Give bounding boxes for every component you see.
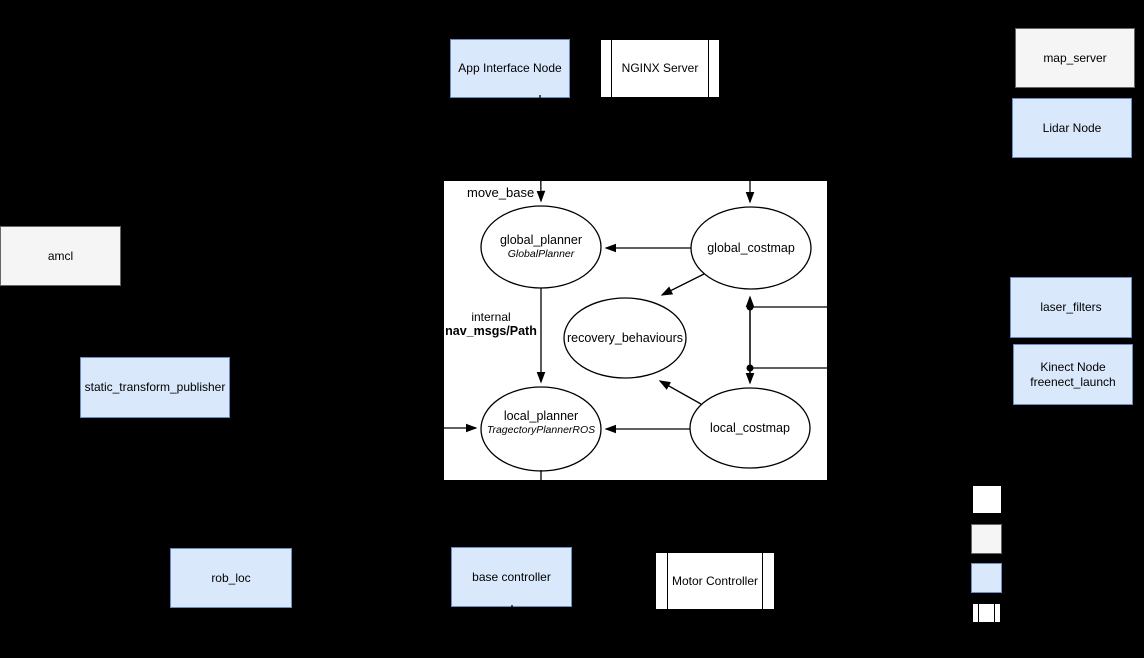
process-bar-right: [994, 604, 995, 622]
label-global-costmap: global_costmap: [707, 241, 795, 255]
process-bar-left: [611, 40, 612, 97]
annotation-internal: internal: [471, 310, 511, 324]
legend-blue-swatch: [971, 563, 1002, 593]
edge-left-to-localplanner: [232, 387, 478, 433]
node-rob-loc: rob_loc: [170, 548, 292, 608]
node-base-controller: base controller: [451, 547, 572, 607]
annotation-navmsgs-path: nav_msgs/Path: [445, 324, 537, 339]
node-map-server: map_server: [1015, 28, 1135, 88]
legend-process-swatch: [972, 603, 1001, 623]
node-laser-filters: laser_filters: [1010, 277, 1132, 338]
move-base-label: move_base: [467, 185, 535, 200]
legend-gray-swatch: [971, 524, 1002, 554]
node-app-interface: App Interface Node: [450, 39, 570, 98]
process-bar-left: [978, 604, 979, 622]
node-nginx-server-label: NGINX Server: [621, 61, 699, 75]
label-recovery-behaviours: recovery_behaviours: [566, 331, 684, 345]
label-local-planner-plugin: TragectoryPlannerROS: [486, 424, 596, 436]
node-nginx-server: NGINX Server: [600, 39, 720, 98]
node-kinect: Kinect Node freenect_launch: [1013, 344, 1133, 405]
label-local-costmap: local_costmap: [710, 421, 790, 435]
process-bar-right: [762, 553, 763, 609]
process-bar-left: [667, 553, 668, 609]
node-motor-controller-label: Motor Controller: [671, 573, 759, 588]
process-bar-right: [708, 40, 709, 97]
label-global-planner: global_planner GlobalPlanner: [481, 233, 601, 261]
label-local-planner-name: local_planner: [503, 409, 579, 423]
node-amcl: amcl: [0, 226, 121, 286]
label-global-planner-name: global_planner: [499, 233, 582, 247]
label-local-planner: local_planner TragectoryPlannerROS: [476, 409, 606, 437]
annotation-internal-path: internal nav_msgs/Path: [426, 310, 556, 339]
label-global-planner-plugin: GlobalPlanner: [507, 248, 575, 260]
node-static-transform-publisher: static_transform_publisher: [80, 357, 230, 418]
node-lidar: Lidar Node: [1012, 98, 1132, 158]
node-motor-controller: Motor Controller: [655, 552, 775, 610]
legend-white-swatch: [972, 485, 1002, 514]
